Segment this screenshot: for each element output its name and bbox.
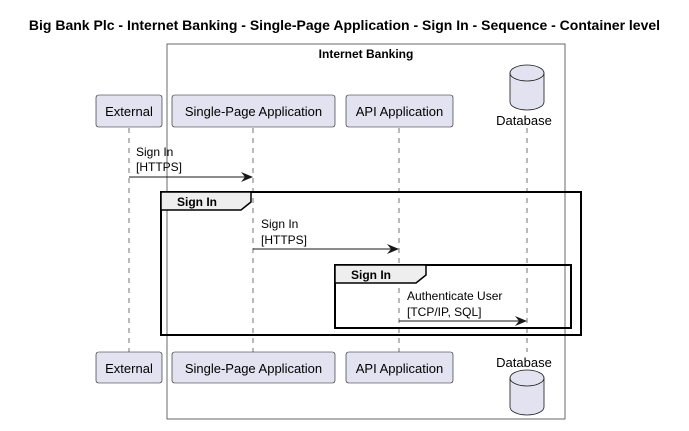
group-label: Sign In: [177, 195, 217, 209]
participant-label: Single-Page Application: [185, 361, 322, 376]
message-label: Sign In: [136, 145, 173, 159]
participant-label: API Application: [356, 361, 443, 376]
participant-api-top: API Application: [345, 94, 454, 128]
boundary-box: [166, 43, 566, 420]
participant-label: External: [105, 361, 153, 376]
database-icon: [509, 64, 545, 111]
participant-label: External: [105, 104, 153, 119]
message-protocol: [TCP/IP, SQL]: [407, 305, 481, 319]
message-sign-in-external-to-spa: Sign In [HTTPS]: [129, 145, 253, 182]
boundary-label: Internet Banking: [319, 47, 414, 61]
group-sign-in-inner: Sign In: [334, 264, 572, 329]
group-label: Sign In: [351, 268, 391, 282]
message-authenticate-user-api-to-db: Authenticate User [TCP/IP, SQL]: [399, 289, 527, 326]
participant-label: Database: [496, 113, 552, 128]
message-protocol: [HTTPS]: [261, 233, 307, 247]
participant-spa-top: Single-Page Application: [171, 94, 336, 128]
participant-db-top: Database: [496, 64, 552, 128]
participant-external-top: External: [95, 94, 163, 128]
diagram-title: Big Bank Plc - Internet Banking - Single…: [29, 17, 660, 33]
database-icon: [509, 369, 545, 416]
message-label: Authenticate User: [407, 289, 502, 303]
participant-spa-bottom: Single-Page Application: [171, 351, 336, 384]
participant-label: API Application: [356, 104, 443, 119]
participant-api-bottom: API Application: [345, 351, 454, 384]
group-sign-in-outer: Sign In: [160, 191, 582, 336]
message-protocol: [HTTPS]: [136, 160, 182, 174]
participant-label: Single-Page Application: [185, 104, 322, 119]
participant-db-bottom: Database: [496, 355, 552, 416]
message-label: Sign In: [261, 217, 298, 231]
participant-label: Database: [496, 355, 552, 370]
message-sign-in-spa-to-api: Sign In [HTTPS]: [253, 217, 399, 254]
participant-external-bottom: External: [95, 351, 163, 384]
